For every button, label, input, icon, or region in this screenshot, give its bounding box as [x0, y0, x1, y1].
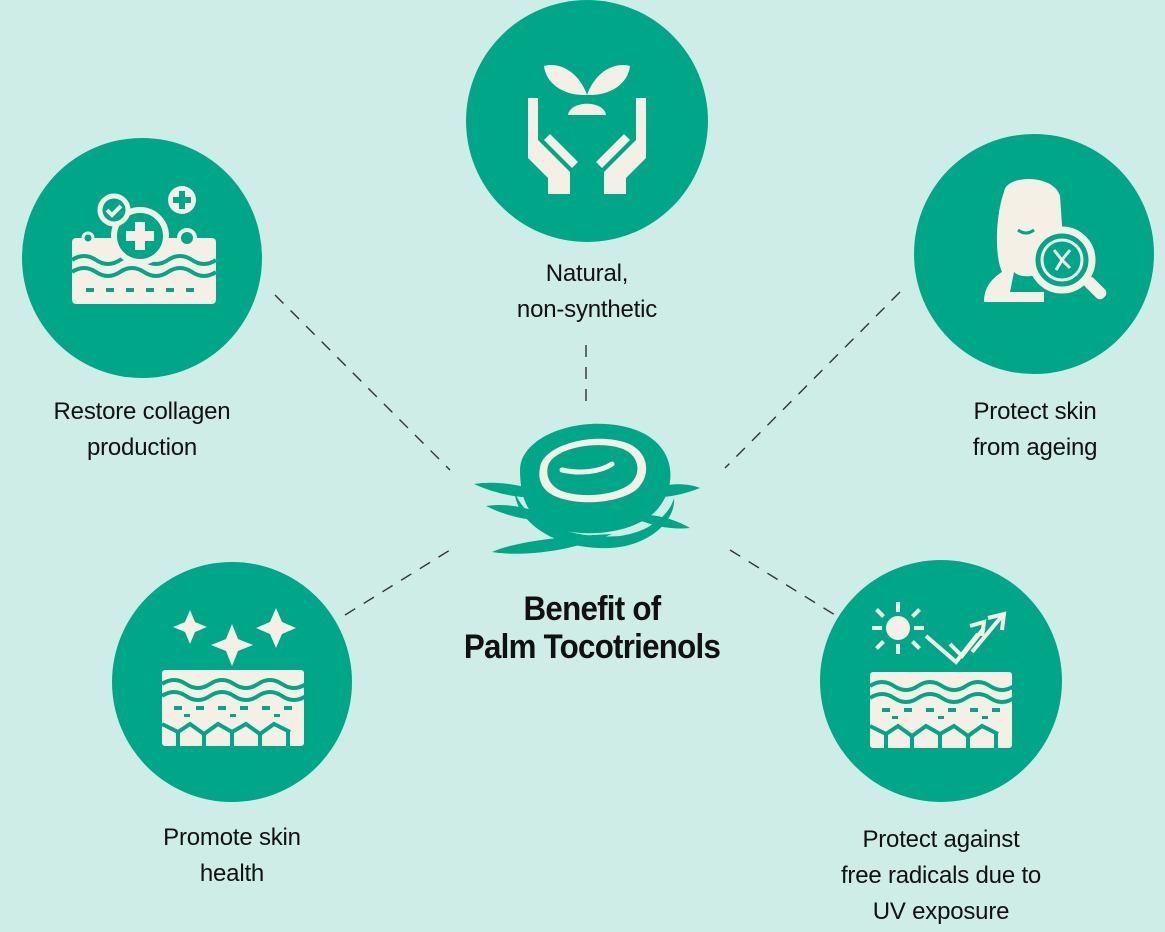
collagen-circle [22, 138, 262, 378]
health-label-line2: health [199, 860, 265, 887]
ageing-label: Protect skin from ageing [920, 394, 1150, 466]
uv-label-line2: free radicals due to [840, 862, 1042, 889]
ageing-label-line2: from ageing [972, 434, 1098, 461]
ageing-label-line1: Protect skin [973, 398, 1097, 425]
hands-holding-sprout-icon [528, 65, 646, 194]
uv-label-line1: Protect against [862, 826, 1020, 853]
natural-label-line1: Natural, [545, 260, 629, 287]
natural-label-line2: non-synthetic [516, 296, 658, 323]
collagen-label: Restore collagen production [12, 394, 272, 466]
face-magnifier-icon [984, 178, 1107, 302]
natural-circle [466, 0, 708, 242]
connector-ageing [724, 291, 901, 469]
natural-label: Natural, non-synthetic [466, 256, 708, 328]
health-label: Promote skin health [112, 820, 352, 892]
sun-uv-reflect-icon [868, 602, 1016, 748]
diagram-title: Benefit of Palm Tocotrienols [445, 590, 739, 666]
uv-label: Protect against free radicals due to UV … [800, 822, 1082, 930]
health-circle [112, 562, 352, 802]
ageing-circle [914, 134, 1154, 374]
title-line2: Palm Tocotrienols [463, 628, 721, 666]
health-label-line1: Promote skin [163, 824, 301, 851]
title-line1: Benefit of [523, 590, 662, 628]
connector-collagen [274, 294, 451, 471]
skin-layers-repair-icon [70, 186, 218, 304]
uv-label-line3: UV exposure [872, 898, 1010, 925]
collagen-label-line1: Restore collagen [53, 398, 231, 425]
skin-sparkle-icon [160, 608, 308, 746]
collagen-label-line2: production [86, 434, 198, 461]
uv-circle [820, 560, 1062, 802]
